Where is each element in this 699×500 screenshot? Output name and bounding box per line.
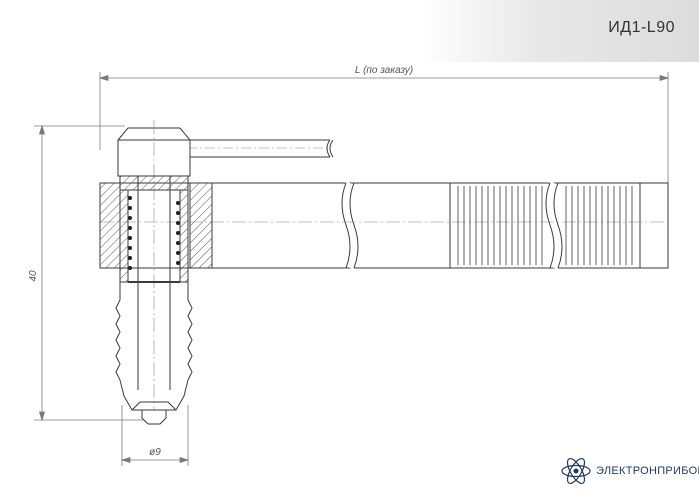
probe-cap	[117, 120, 191, 410]
company-logo: ЭЛЕКТРОНПРИБОР	[560, 454, 699, 490]
diameter-dimension	[120, 405, 190, 466]
length-dimension	[98, 72, 670, 190]
height-label: 40	[28, 270, 39, 282]
title-banner: ИД1-L90	[420, 0, 699, 62]
length-label: L (по заказу)	[355, 65, 413, 76]
probe-body	[115, 175, 193, 411]
handle-section	[99, 182, 213, 269]
height-dimension	[34, 124, 150, 422]
product-title: ИД1-L90	[608, 19, 675, 36]
atom-icon	[561, 457, 591, 485]
diameter-label: ø9	[149, 447, 161, 458]
logo-text: ЭЛЕКТРОНПРИБОР	[596, 465, 699, 477]
spring	[128, 196, 180, 270]
upper-cable	[187, 139, 334, 158]
probe-tip	[141, 409, 167, 425]
grip-ribs	[457, 186, 633, 265]
